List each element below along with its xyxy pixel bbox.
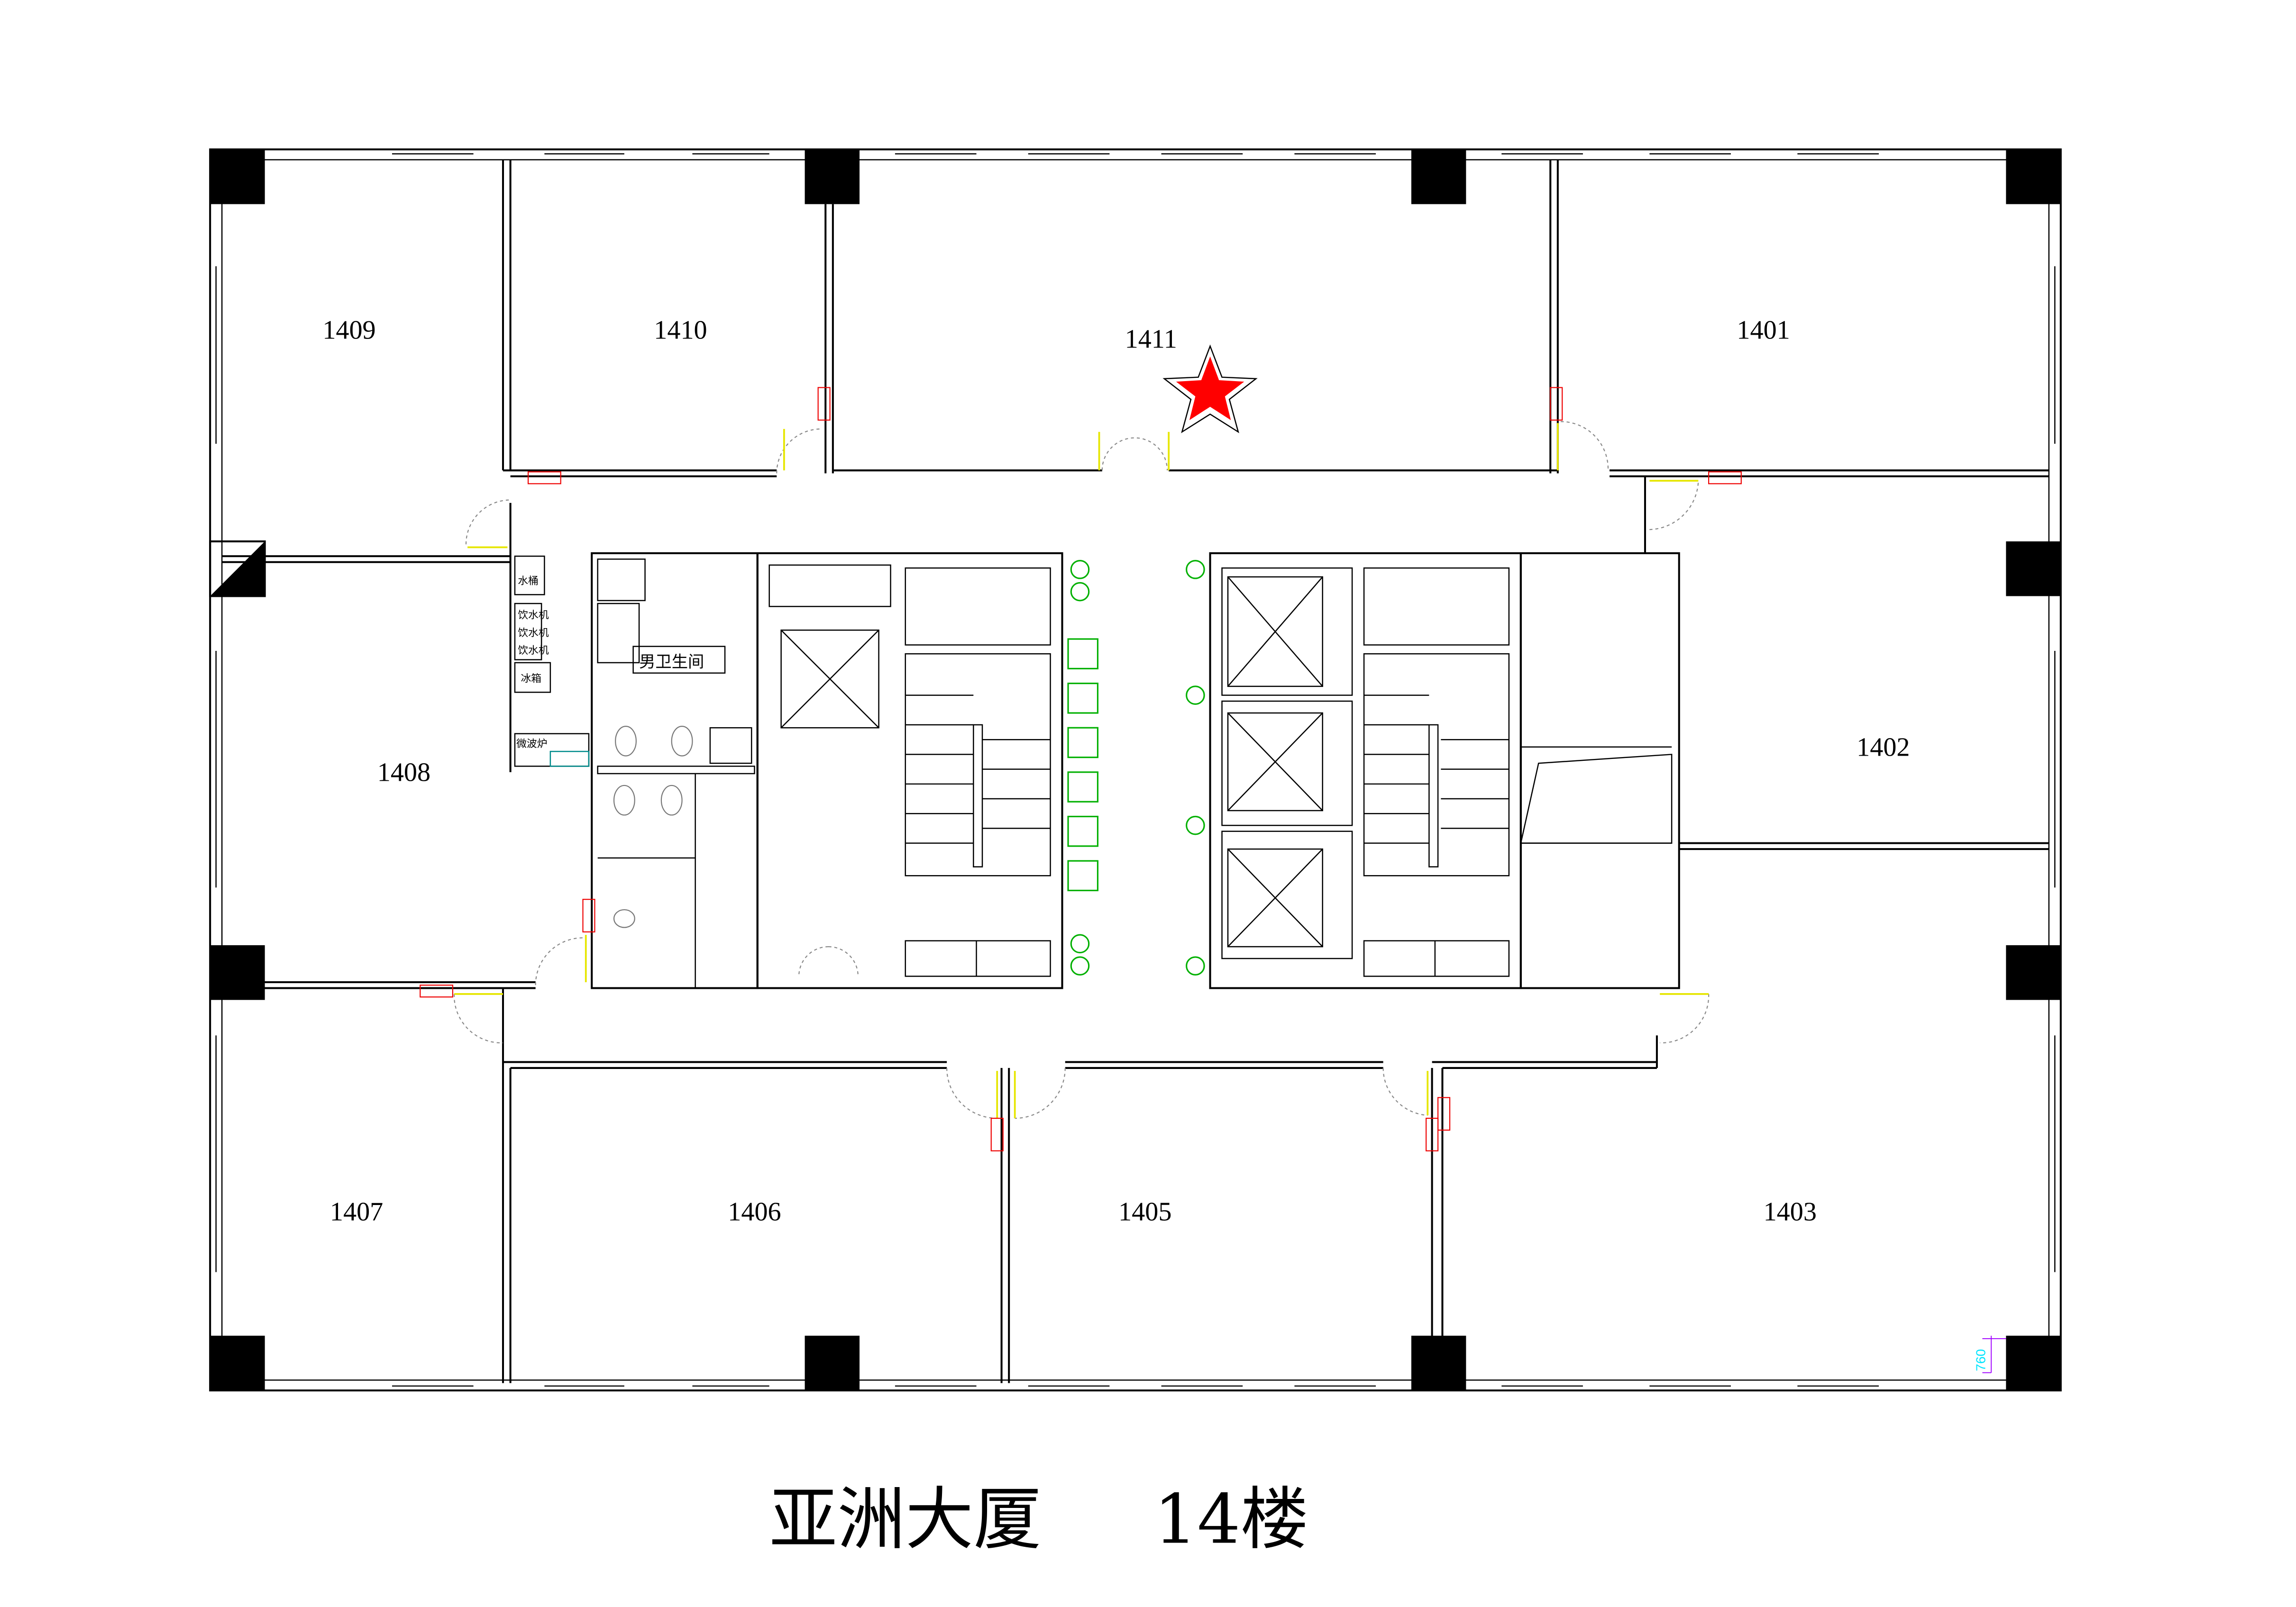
restroom-label: 男卫生间 [639, 652, 704, 671]
plan-title: 亚洲大厦 14楼 [769, 1480, 1308, 1559]
doors [420, 387, 1742, 1151]
outer-walls [209, 148, 2062, 1392]
dimension-760: 760 [1974, 1335, 2006, 1373]
room-1405[interactable]: 1405 [1118, 1197, 1171, 1226]
water-dispenser-label: 饮水机 [518, 645, 549, 657]
floor-label: 14楼 [1154, 1480, 1308, 1559]
room-1407[interactable]: 1407 [330, 1197, 383, 1226]
room-1409[interactable]: 1409 [322, 316, 375, 345]
room-1402[interactable]: 1402 [1857, 733, 1910, 762]
microwave-label: 微波炉 [516, 738, 548, 750]
columns [209, 149, 2061, 1391]
room-1411[interactable]: 1411 [1125, 324, 1177, 354]
room-1403[interactable]: 1403 [1764, 1197, 1817, 1226]
facility-labels: 水桶 饮水机 饮水机 饮水机 冰箱 微波炉 男卫生间 [516, 575, 726, 750]
bucket-label: 水桶 [518, 575, 539, 587]
room-labels: 1409 1410 1411 1401 1408 1402 1407 1406 … [322, 316, 1910, 1227]
room-1401[interactable]: 1401 [1737, 316, 1790, 345]
water-dispenser-label: 饮水机 [518, 609, 549, 621]
building-name: 亚洲大厦 [769, 1480, 1042, 1559]
planters [1067, 560, 1205, 976]
fridge-label: 冰箱 [521, 673, 541, 685]
room-1410[interactable]: 1410 [654, 316, 707, 345]
room-1408[interactable]: 1408 [377, 758, 430, 787]
core-right [1209, 552, 1680, 989]
water-dispenser-label: 饮水机 [518, 627, 549, 639]
dimension-label: 760 [1974, 1349, 1988, 1371]
star-icon [1162, 344, 1258, 433]
partitions [222, 160, 2049, 1383]
room-1406[interactable]: 1406 [728, 1197, 781, 1226]
core-left [514, 552, 1063, 989]
